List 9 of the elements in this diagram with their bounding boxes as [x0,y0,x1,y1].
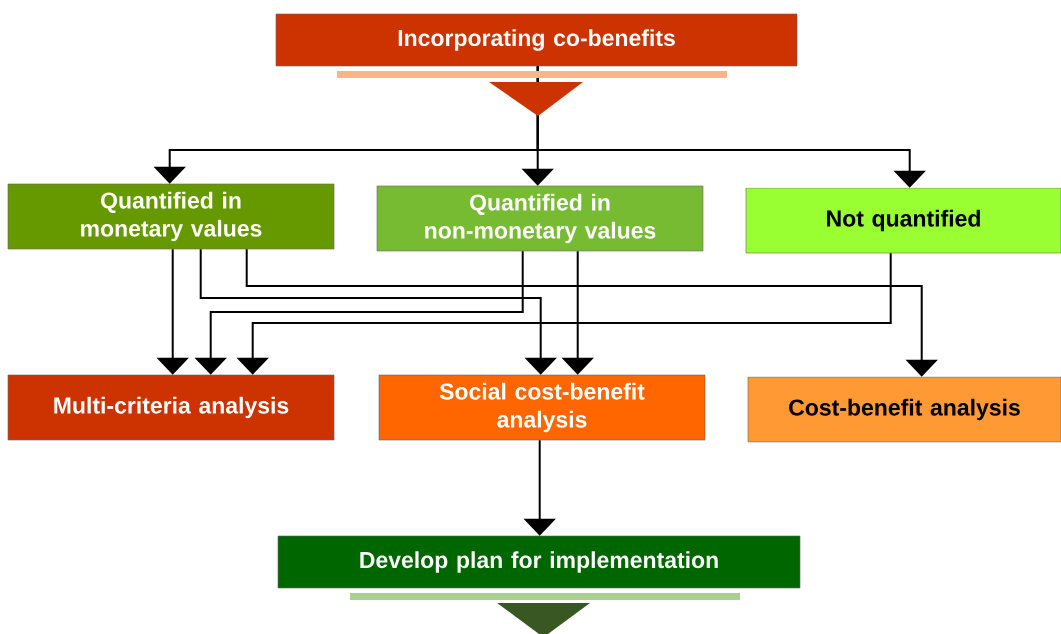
process-box: Quantified in non-monetary values [376,185,704,252]
process-box: Cost-benefit analysis [747,376,1061,443]
arrow [536,65,926,188]
process-box: Multi-criteria analysis [7,374,335,441]
process-box: Quantified in monetary values [7,183,335,250]
process-box: Develop plan for implementation [277,535,801,589]
process-box: Social cost-benefit analysis [378,374,706,441]
process-box: Not quantified [745,187,1061,254]
process-box: Incorporating co-benefits [275,13,798,67]
